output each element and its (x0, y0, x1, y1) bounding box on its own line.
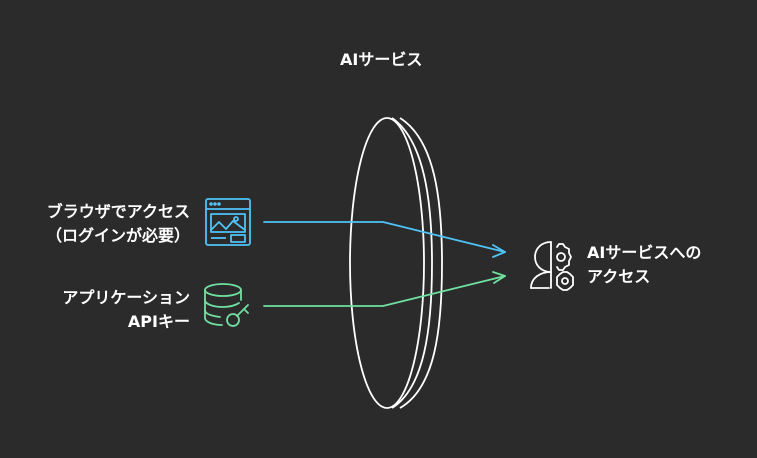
app-api-label: アプリケーション APIキー (62, 286, 190, 334)
api-connector (263, 271, 506, 307)
browser-window-icon (205, 198, 251, 246)
lens-shape (349, 117, 443, 409)
browser-access-label: ブラウザでアクセス （ログインが必要） (46, 200, 190, 248)
app-api-line1: アプリケーション (62, 288, 190, 307)
ai-access-line1: AIサービスへの (587, 243, 702, 262)
ai-access-line2: アクセス (587, 267, 651, 286)
app-api-line2: APIキー (127, 312, 190, 331)
user-gear-icon (530, 241, 574, 291)
browser-access-line1: ブラウザでアクセス (46, 202, 190, 221)
browser-connector (263, 221, 506, 258)
database-key-icon (204, 283, 249, 327)
browser-access-line2: （ログインが必要） (45, 226, 190, 245)
ai-access-label: AIサービスへの アクセス (587, 241, 701, 289)
diagram-title: AIサービス (340, 50, 423, 69)
